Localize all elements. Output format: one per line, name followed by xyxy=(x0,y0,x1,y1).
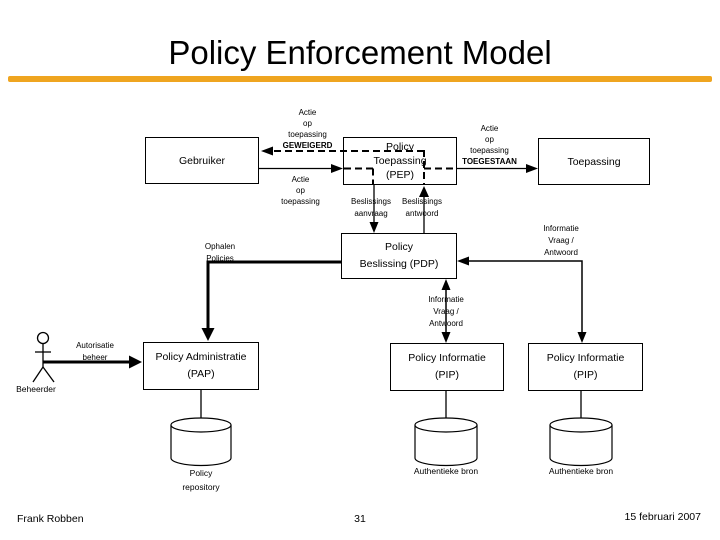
pep-internal-dashed-flow xyxy=(344,150,456,185)
node-policy-informatie-pip-1: Policy Informatie (PIP) xyxy=(390,343,504,391)
node-pep-label-line2: Toepassing xyxy=(373,155,427,167)
edge-label-actie-op-toepassing: Actie op toepassing xyxy=(281,175,320,206)
edge-label-beslissings-antwoord: Beslissings antwoord xyxy=(401,197,442,218)
node-policy-toepassing-pep: Policy Toepassing (PEP) xyxy=(343,137,457,185)
node-gebruiker: Gebruiker xyxy=(145,137,259,184)
edge-label-actie-geweigerd: Actie op toepassing GEWEIGERD xyxy=(282,108,333,150)
node-toepassing-label: Toepassing xyxy=(567,155,621,168)
edge-label-autorisatie-beheer: Autorisatie beheer xyxy=(76,341,114,362)
node-policy-beslissing-pdp: Policy Beslissing (PDP) xyxy=(341,233,457,279)
edge-label-informatie-vraag-antwoord-rechts: Informatie Vraag / Antwoord xyxy=(543,224,579,257)
actor-beheerder-figure xyxy=(32,331,55,383)
title-accent-bar xyxy=(8,76,712,82)
node-pip2-label-line2: (PIP) xyxy=(573,369,598,381)
node-pip2-label-line1: Policy Informatie xyxy=(546,352,625,364)
node-pdp-label-line1: Policy xyxy=(384,241,413,253)
arrow-autorisatie-beheer xyxy=(43,355,142,369)
datastore-authentieke-bron-1-shape xyxy=(414,417,478,467)
datastore-label-policy-repository: Policy repository xyxy=(182,468,220,492)
node-pap-label-line2: (PAP) xyxy=(187,368,215,380)
datastore-label-authentieke-bron-2: Authentieke bron xyxy=(548,466,614,476)
datastore-policy-repository-shape xyxy=(170,417,232,467)
node-gebruiker-label: Gebruiker xyxy=(178,154,226,167)
node-pap-label-line1: Policy Administratie xyxy=(155,351,247,363)
node-policy-administratie-pap: Policy Administratie (PAP) xyxy=(143,342,259,390)
edge-label-beslissings-aanvraag: Beslissings aanvraag xyxy=(350,197,391,218)
node-pip1-label-line2: (PIP) xyxy=(435,369,459,381)
edge-label-actie-toegestaan: Actie op toepassing TOEGESTAAN xyxy=(462,124,517,166)
page-title: Policy Enforcement Model xyxy=(168,34,552,71)
arrow-informatie-pip-rechts xyxy=(457,256,587,343)
node-pdp-label-line2: Beslissing (PDP) xyxy=(359,258,439,270)
arrow-actie-toegestaan xyxy=(457,164,538,173)
edge-label-ophalen-policies: Ophalen Policies xyxy=(204,242,236,263)
node-toepassing: Toepassing xyxy=(538,138,650,185)
arrow-actie-op-toepassing xyxy=(259,164,343,173)
arrow-beslissings-aanvraag xyxy=(369,185,379,233)
footer-slide-number: 31 xyxy=(354,513,366,525)
footer-date: 15 februari 2007 xyxy=(624,511,701,523)
arrow-beslissings-antwoord xyxy=(419,186,429,233)
node-pip1-label-line1: Policy Informatie xyxy=(408,352,486,364)
actor-label-beheerder: Beheerder xyxy=(16,384,56,394)
node-policy-informatie-pip-2: Policy Informatie (PIP) xyxy=(528,343,643,391)
datastore-authentieke-bron-2-shape xyxy=(549,417,613,467)
edge-label-informatie-vraag-antwoord-midden: Informatie Vraag / Antwoord xyxy=(428,295,464,328)
arrow-informatie-pip-midden xyxy=(441,279,451,343)
node-pep-label-line3: (PEP) xyxy=(385,169,414,181)
datastore-label-authentieke-bron-1: Authentieke bron xyxy=(413,466,479,476)
arrow-ophalen-policies xyxy=(201,260,341,341)
arrow-actie-geweigerd xyxy=(261,146,424,156)
node-pep-label-line1: Policy xyxy=(385,141,414,153)
footer-author: Frank Robben xyxy=(17,513,84,525)
